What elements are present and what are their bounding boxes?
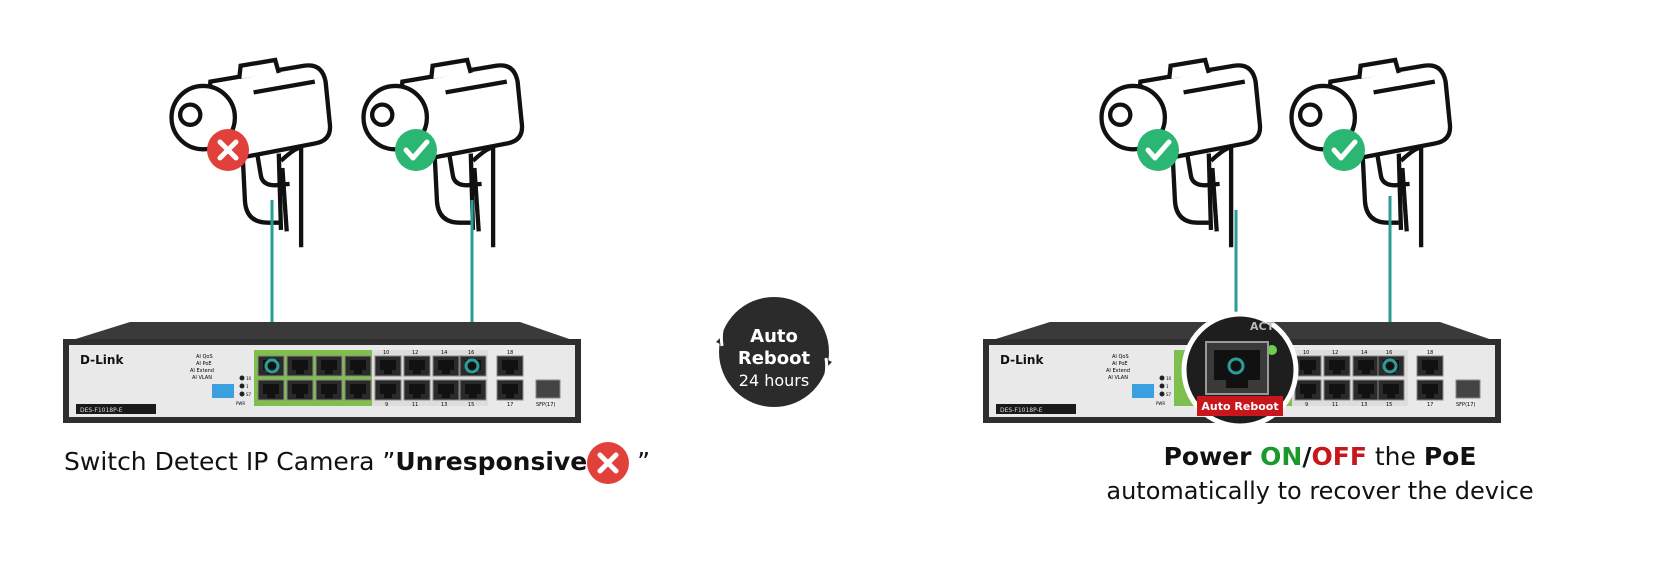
left-caption-prefix: Switch Detect IP Camera ” — [64, 447, 396, 476]
ai-label: AI VLAN — [192, 375, 212, 381]
svg-text:1: 1 — [246, 384, 249, 389]
svg-text:18: 18 — [1427, 350, 1433, 356]
left-caption-bold: Unresponsive — [395, 447, 588, 476]
svg-text:18: 18 — [507, 350, 513, 356]
svg-text:AI QoS: AI QoS — [1112, 354, 1129, 360]
svg-text:15: 15 — [468, 402, 474, 408]
camera-left-2-icon — [364, 60, 523, 247]
ai-label: AI Extend — [190, 368, 214, 374]
svg-text:13: 13 — [441, 402, 447, 408]
right-caption: Power ON/OFF the PoE automatically to re… — [1040, 442, 1600, 505]
svg-text:1: 1 — [1166, 384, 1169, 389]
svg-text:17: 17 — [1427, 402, 1433, 408]
svg-text:11: 11 — [412, 402, 418, 408]
port-zoom-magnifier: ACT Auto Reboot — [1181, 311, 1299, 429]
svg-text:S7: S7 — [1166, 392, 1172, 397]
svg-text:13: 13 — [1361, 402, 1367, 408]
poe-switch: D-Link DES-F1018P-E AI QoS AI PoE AI Ext… — [63, 322, 581, 423]
svg-text:AI VLAN: AI VLAN — [1108, 375, 1128, 381]
x-circle-icon — [207, 129, 249, 171]
svg-text:SFP(17): SFP(17) — [1456, 402, 1475, 408]
caption-power: Power — [1163, 442, 1261, 471]
zoom-auto-reboot-label: Auto Reboot — [1201, 400, 1278, 413]
right-caption-line2: automatically to recover the device — [1106, 477, 1534, 505]
svg-text:16: 16 — [1386, 350, 1392, 356]
svg-text:PWR: PWR — [1156, 401, 1165, 406]
svg-text:SFP(17): SFP(17) — [536, 402, 555, 408]
svg-text:10: 10 — [1166, 376, 1172, 381]
camera-left-1-icon — [172, 60, 331, 247]
svg-text:9: 9 — [385, 402, 388, 408]
svg-text:17: 17 — [507, 402, 513, 408]
caption-poe: PoE — [1423, 442, 1477, 471]
svg-text:10: 10 — [246, 376, 252, 381]
svg-text:S7: S7 — [246, 392, 252, 397]
svg-text:15: 15 — [1386, 402, 1392, 408]
svg-text:12: 12 — [1332, 350, 1338, 356]
svg-text:14: 14 — [441, 350, 447, 356]
svg-text:10: 10 — [1303, 350, 1309, 356]
caption-the: the — [1366, 442, 1424, 471]
ai-label: AI PoE — [196, 361, 212, 367]
svg-text:12: 12 — [412, 350, 418, 356]
switch-model: DES-F1018P-E — [1000, 407, 1043, 414]
svg-text:16: 16 — [468, 350, 474, 356]
svg-text:10: 10 — [383, 350, 389, 356]
svg-text:9: 9 — [1305, 402, 1308, 408]
right-caption-line1: Power ON/OFF the PoE — [1040, 442, 1600, 471]
camera-right-2-icon — [1292, 60, 1451, 247]
caption-off: OFF — [1311, 442, 1367, 471]
svg-text:AI PoE: AI PoE — [1112, 361, 1128, 367]
badge-line3: 24 hours — [739, 371, 809, 390]
svg-text:11: 11 — [1332, 402, 1338, 408]
caption-slash: / — [1302, 442, 1312, 471]
x-circle-icon — [587, 442, 629, 484]
left-diagram: D-Link DES-F1018P-E AI QoS AI PoE AI Ext… — [63, 0, 581, 423]
check-circle-icon — [395, 129, 437, 171]
circular-arrows-icon — [716, 304, 832, 400]
check-circle-icon — [1137, 129, 1179, 171]
right-diagram: D-Link DES-F1018P-E AI QoS AI PoE AI Ext… — [983, 0, 1501, 429]
svg-text:PWR: PWR — [236, 401, 245, 406]
ai-label: AI QoS — [196, 354, 213, 360]
auto-reboot-badge: Auto Reboot 24 hours — [716, 297, 832, 407]
badge-line2: Reboot — [738, 348, 811, 369]
svg-text:AI Extend: AI Extend — [1106, 368, 1130, 374]
check-circle-icon — [1323, 129, 1365, 171]
left-caption: Switch Detect IP Camera ”Unresponsive ” — [64, 442, 650, 484]
switch-brand: D-Link — [1000, 353, 1044, 367]
switch-brand: D-Link — [80, 353, 124, 367]
zoom-act-label: ACT — [1250, 320, 1275, 333]
svg-text:14: 14 — [1361, 350, 1367, 356]
switch-model: DES-F1018P-E — [80, 407, 123, 414]
badge-line1: Auto — [750, 326, 798, 347]
left-caption-suffix: ” — [629, 447, 651, 476]
caption-on: ON — [1260, 442, 1303, 471]
